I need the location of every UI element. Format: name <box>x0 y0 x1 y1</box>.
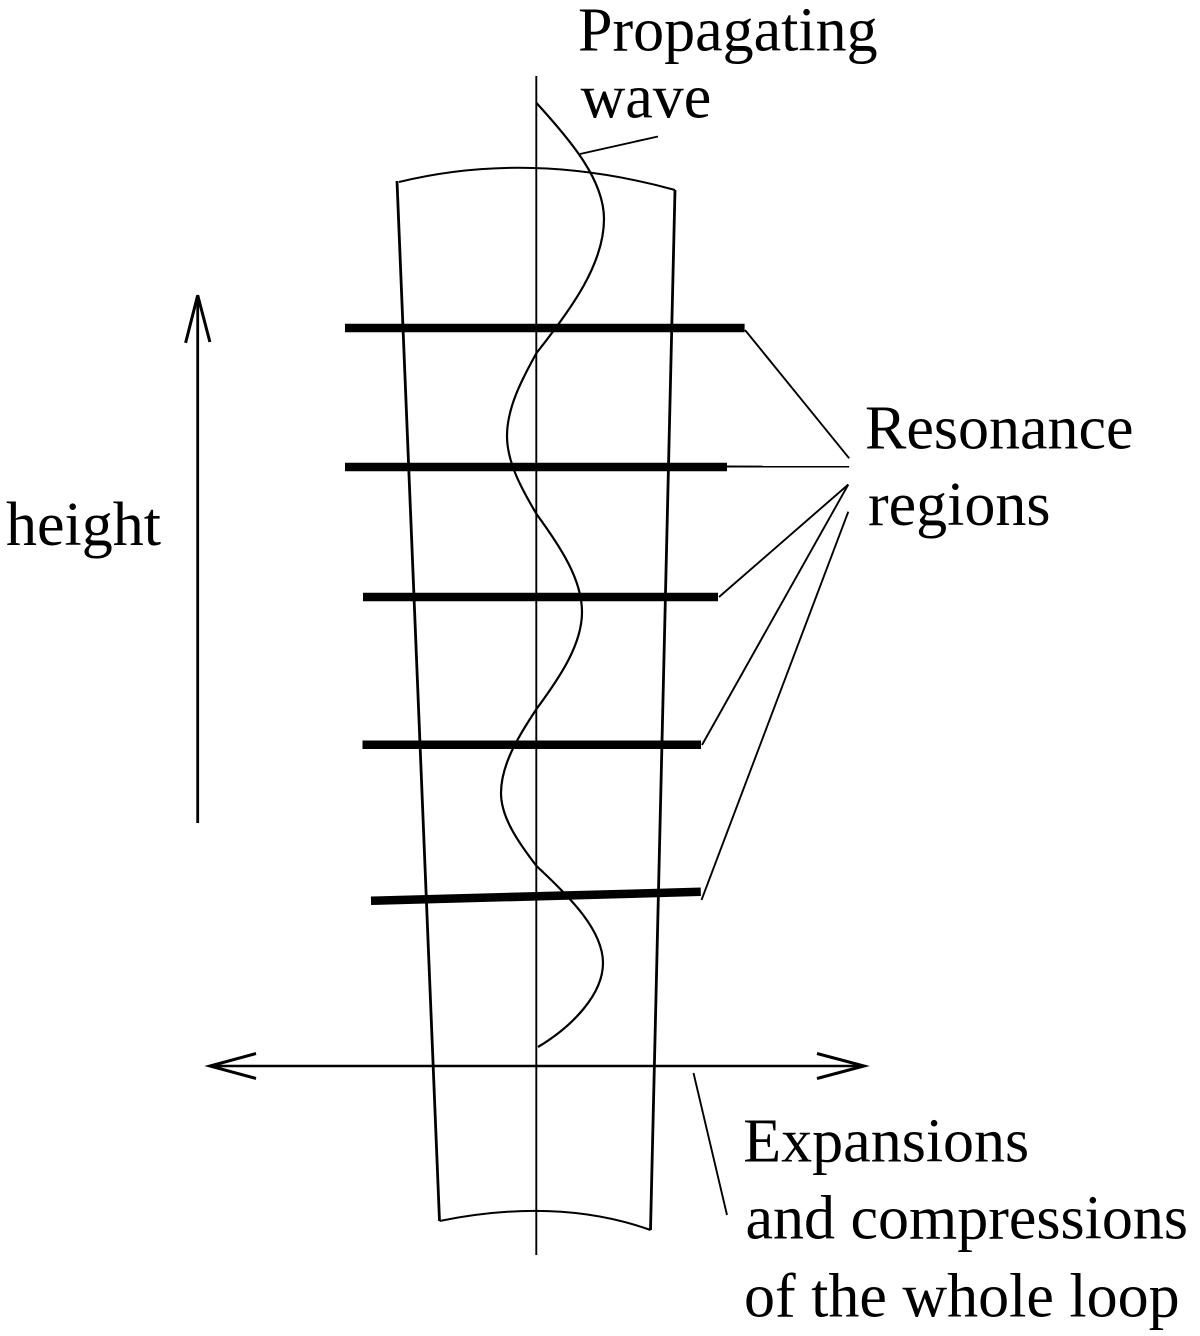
svg-text:of the whole loop: of the whole loop <box>744 1263 1180 1331</box>
svg-text:regions: regions <box>868 471 1051 539</box>
svg-text:and compressions: and compressions <box>746 1184 1189 1252</box>
svg-text:Expansions: Expansions <box>743 1107 1029 1175</box>
svg-text:height: height <box>6 491 161 559</box>
svg-text:wave: wave <box>581 64 712 132</box>
svg-text:Propagating: Propagating <box>578 0 878 64</box>
svg-text:Resonance: Resonance <box>865 394 1134 462</box>
